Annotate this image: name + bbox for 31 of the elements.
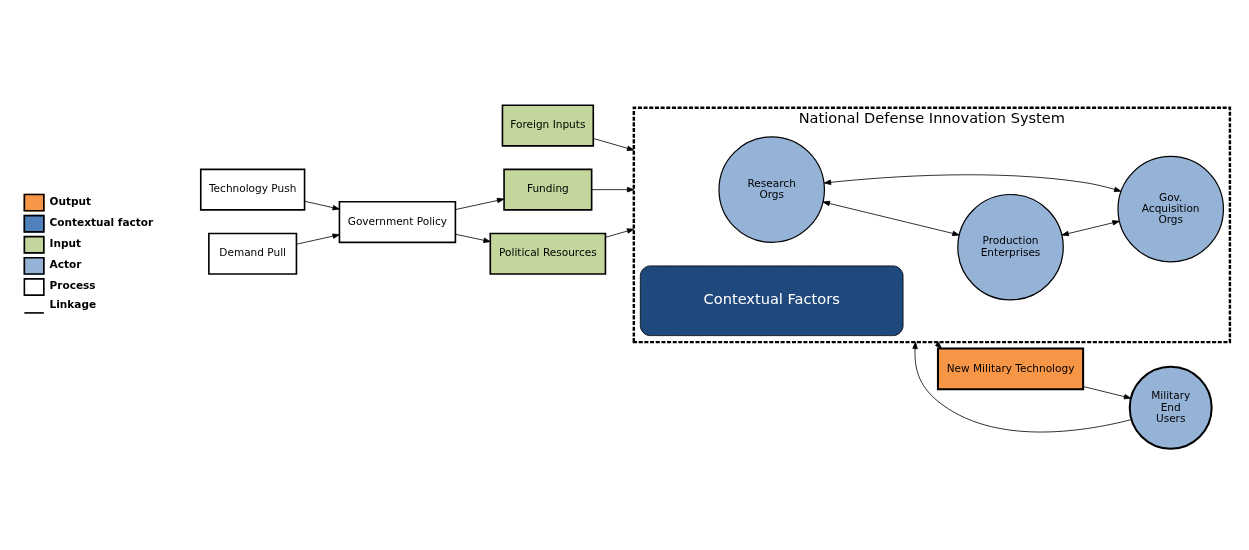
arrow bbox=[1061, 220, 1120, 237]
arrow bbox=[912, 341, 1132, 433]
node-box: Government Policy bbox=[338, 201, 457, 244]
arrow bbox=[296, 233, 340, 245]
node-box: Political Resources bbox=[489, 232, 607, 275]
node-circle: Gov. Acquisition Orgs bbox=[1117, 155, 1225, 263]
legend-label: Actor bbox=[49, 257, 82, 270]
arrow bbox=[822, 200, 960, 237]
arrow bbox=[934, 341, 942, 349]
node-box: Technology Push bbox=[199, 168, 306, 211]
legend-label: Linkage bbox=[49, 298, 97, 311]
legend-label: Input bbox=[49, 236, 81, 249]
node-box: Funding bbox=[503, 168, 593, 211]
arrow bbox=[304, 200, 340, 211]
arrow bbox=[605, 228, 635, 238]
arrow bbox=[823, 174, 1122, 192]
node-circle: Research Orgs bbox=[718, 136, 825, 243]
arrow bbox=[1082, 386, 1132, 400]
arrow bbox=[455, 233, 491, 243]
legend-label: Output bbox=[49, 194, 92, 207]
arrow bbox=[455, 197, 505, 210]
node-circle: Military End Users bbox=[1128, 365, 1213, 450]
node-box: New Military Technology bbox=[936, 347, 1085, 391]
node-box: Foreign Inputs bbox=[501, 104, 595, 147]
arrow bbox=[591, 186, 635, 193]
node-box: Contextual Factors bbox=[639, 265, 904, 337]
arrow bbox=[592, 138, 635, 151]
legend-label: Contextual factor bbox=[49, 215, 154, 228]
legend-label: Process bbox=[49, 278, 96, 291]
node-circle: Production Enterprises bbox=[957, 193, 1064, 301]
node-box: Demand Pull bbox=[208, 232, 298, 275]
